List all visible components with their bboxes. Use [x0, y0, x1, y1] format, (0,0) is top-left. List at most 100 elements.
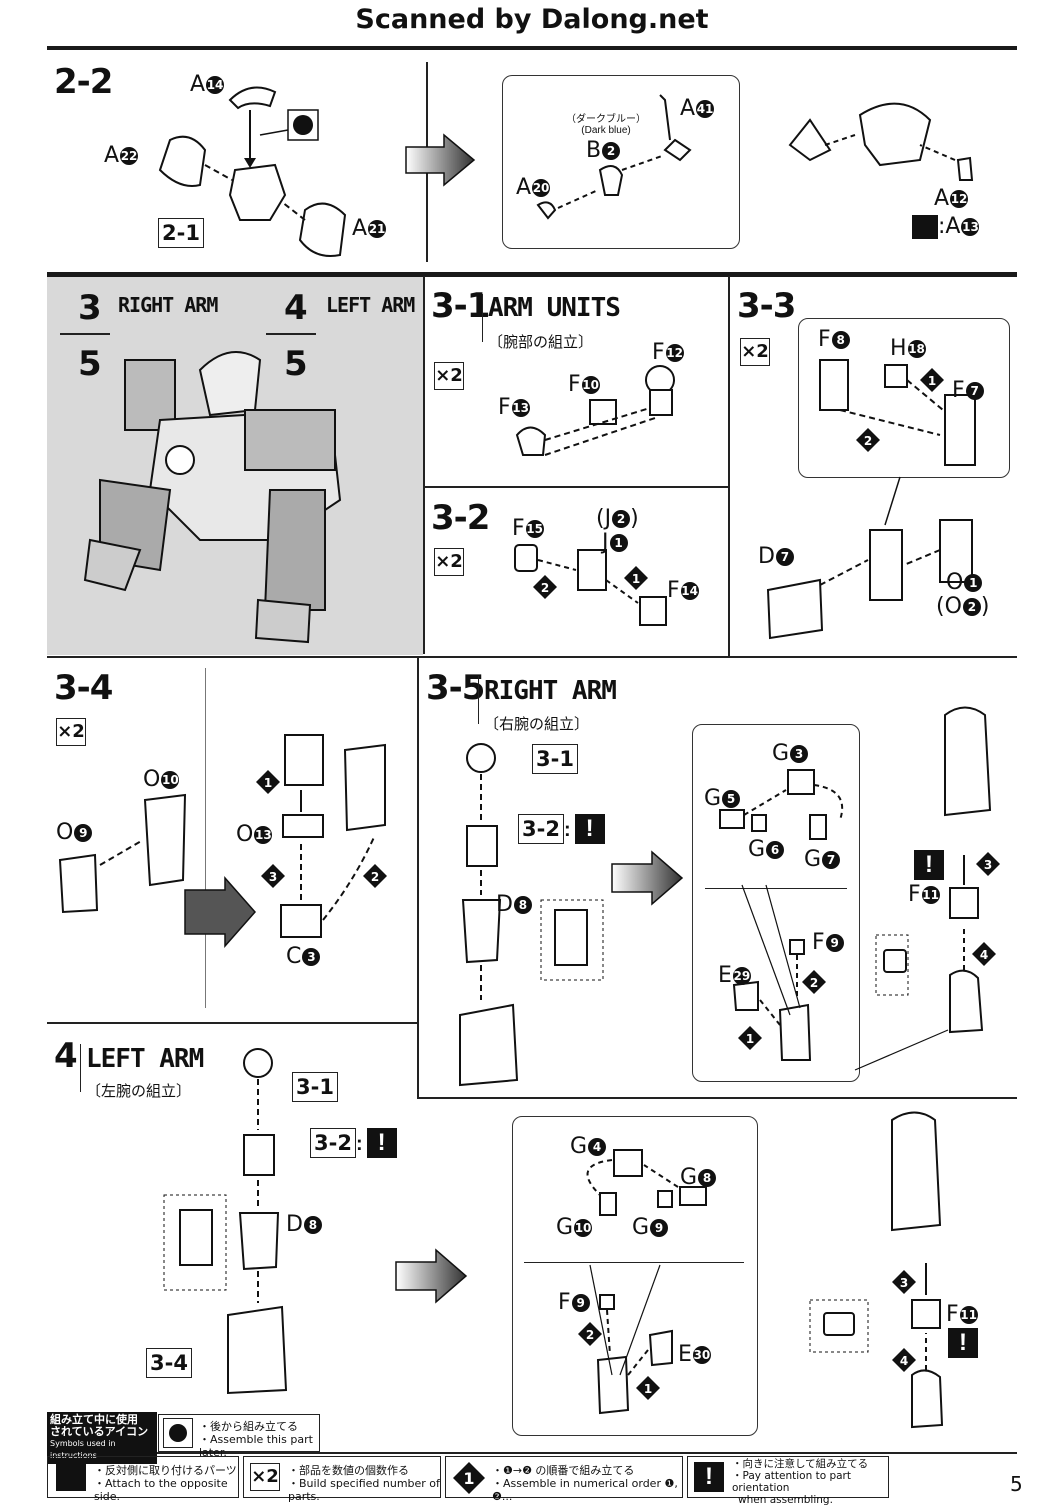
header-rule — [47, 46, 1017, 50]
divider — [417, 1097, 1017, 1099]
flow-arrow-icon — [405, 133, 476, 187]
multiplier-icon: ×2 — [56, 718, 86, 746]
ref-note: 3-2:! — [518, 814, 605, 844]
step-number: 3-3 — [737, 286, 796, 326]
step-number: 4 — [284, 288, 308, 328]
robot-torso-illustration — [83, 351, 342, 644]
order-3-marker — [976, 852, 1000, 876]
divider — [266, 333, 316, 335]
order-number: 1 — [644, 1382, 652, 1396]
step-number: 3-5 — [426, 668, 485, 708]
order-3-marker — [261, 864, 285, 888]
divider — [478, 676, 479, 724]
order-4-marker — [972, 942, 996, 966]
detail-frame — [692, 724, 860, 1082]
ref-box-2-1: 2-1 — [158, 218, 204, 248]
order-2-marker — [802, 970, 826, 994]
section-subtitle: 〔右腕の組立〕 — [484, 716, 590, 733]
order-1-marker — [920, 368, 944, 392]
order-number: 4 — [980, 948, 988, 962]
multiplier-icon: ×2 — [740, 338, 770, 366]
order-number: 3 — [900, 1276, 908, 1290]
divider — [60, 333, 110, 335]
order-2-marker — [533, 575, 557, 599]
page-header-title: Scanned by Dalong.net — [355, 4, 709, 35]
step-number: 3-2 — [431, 498, 490, 538]
color-note: （ダークブルー）(Dark blue) — [566, 114, 646, 136]
order-number: 2 — [586, 1328, 594, 1342]
ref-box-3-4: 3-4 — [146, 1348, 192, 1378]
order-number: 2 — [864, 434, 872, 448]
multiplier-icon: ×2 — [250, 1463, 280, 1491]
legend-order: 1 ・❶→❷ の順番で組み立てる・Assemble in numerical o… — [445, 1456, 683, 1503]
step-number: 4 — [54, 1036, 78, 1076]
divider — [47, 272, 1017, 277]
order-number: 3 — [984, 858, 992, 872]
right-arm-stack-illustration — [459, 743, 604, 1087]
section-title: RIGHT ARM — [484, 676, 617, 706]
opposite-side-icon — [56, 1463, 86, 1491]
step-number: 3-1 — [431, 286, 490, 326]
section-subtitle: 〔腕部の組立〕 — [488, 334, 594, 351]
arm-shell-illustration — [58, 734, 386, 948]
order-number: 4 — [900, 1354, 908, 1368]
divider — [524, 1262, 744, 1263]
orientation-warning-icon: ! — [914, 850, 944, 880]
hand-assembly-illustration — [719, 706, 992, 1071]
divider — [47, 1022, 419, 1024]
flow-arrow-icon — [611, 850, 684, 906]
order-number: 1 — [264, 776, 272, 790]
shoulder-joint-illustration — [766, 359, 976, 640]
order-icon: 1 — [453, 1462, 485, 1494]
order-1-marker — [636, 1376, 660, 1400]
orientation-warning-icon: ! — [948, 1328, 978, 1358]
step-number: 5 — [284, 344, 308, 384]
ref-note: 3-2:! — [310, 1128, 397, 1158]
ref-box-3-1: 3-1 — [532, 744, 578, 774]
legend-later: ・後から組み立てる・Assemble this part later. — [158, 1414, 320, 1459]
divider — [705, 888, 847, 889]
antenna-assembly-illustration — [536, 94, 974, 220]
divider — [482, 294, 483, 342]
joint-illustration — [514, 544, 667, 626]
order-number: 1 — [928, 374, 936, 388]
order-number: 2 — [371, 870, 379, 884]
divider — [47, 1452, 1017, 1454]
step-number: 5 — [78, 344, 102, 384]
svg-text:1: 1 — [463, 1469, 474, 1488]
section-title: ARM UNITS — [488, 293, 621, 323]
order-number: 1 — [632, 572, 640, 586]
divider — [80, 1044, 81, 1092]
divider — [423, 276, 425, 654]
orientation-warning-icon: ! — [366, 1128, 397, 1158]
divider — [425, 486, 729, 488]
order-2-marker — [856, 428, 880, 452]
divider — [728, 276, 730, 656]
